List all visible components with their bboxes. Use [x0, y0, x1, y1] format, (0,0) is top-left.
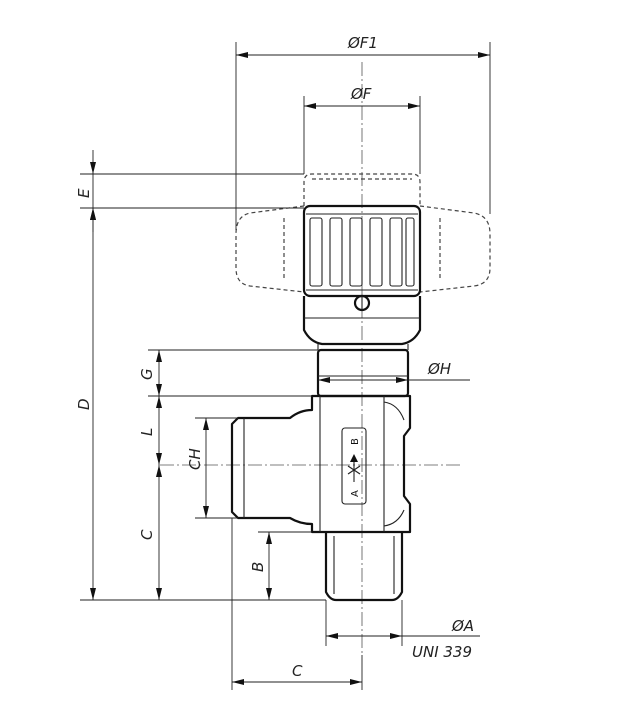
dimension-g-label: G	[138, 368, 156, 380]
dimension-c-vertical: C	[138, 465, 162, 600]
dimension-c-vertical-label: C	[138, 529, 156, 540]
handwheel-knob[interactable]	[302, 204, 422, 298]
flow-direction-plate	[341, 427, 367, 505]
dimension-d: D	[75, 208, 326, 601]
gland-nut	[316, 344, 410, 398]
standard-label: UNI 339	[412, 643, 472, 661]
flow-inlet-label: A	[350, 490, 361, 497]
dimension-h: ØH	[318, 360, 470, 383]
dimension-ch: CH	[186, 417, 238, 519]
dimension-a-label: ØA	[451, 617, 474, 635]
dimension-b: B	[249, 531, 312, 600]
dimension-e-label: E	[75, 188, 93, 198]
dimension-f1-label: ØF1	[347, 34, 378, 52]
dimension-h-label: ØH	[427, 360, 451, 378]
dimension-a: ØA UNI 339	[325, 600, 480, 661]
dimension-g: G	[138, 349, 318, 397]
dimension-d-label: D	[75, 398, 93, 410]
dimension-f1: ØF1	[235, 34, 491, 230]
dimension-f-label: ØF	[350, 85, 372, 103]
threaded-outlet	[324, 532, 404, 602]
dimension-e: E	[75, 150, 304, 232]
dimension-b-label: B	[249, 562, 267, 572]
bonnet	[302, 294, 422, 346]
valve-body: A B	[230, 394, 412, 534]
dimension-ch-label: CH	[186, 448, 204, 470]
dimension-l: L	[138, 396, 162, 465]
dimension-c-horizontal: C	[231, 518, 363, 690]
flow-outlet-label: B	[350, 438, 361, 445]
center-lines	[160, 62, 460, 655]
handwheel-lever-outline	[235, 173, 491, 293]
dimension-c-horizontal-label: C	[292, 662, 303, 680]
dimension-l-label: L	[138, 428, 156, 436]
flow-direction-icon	[347, 454, 361, 482]
dimension-f: ØF	[303, 85, 421, 174]
